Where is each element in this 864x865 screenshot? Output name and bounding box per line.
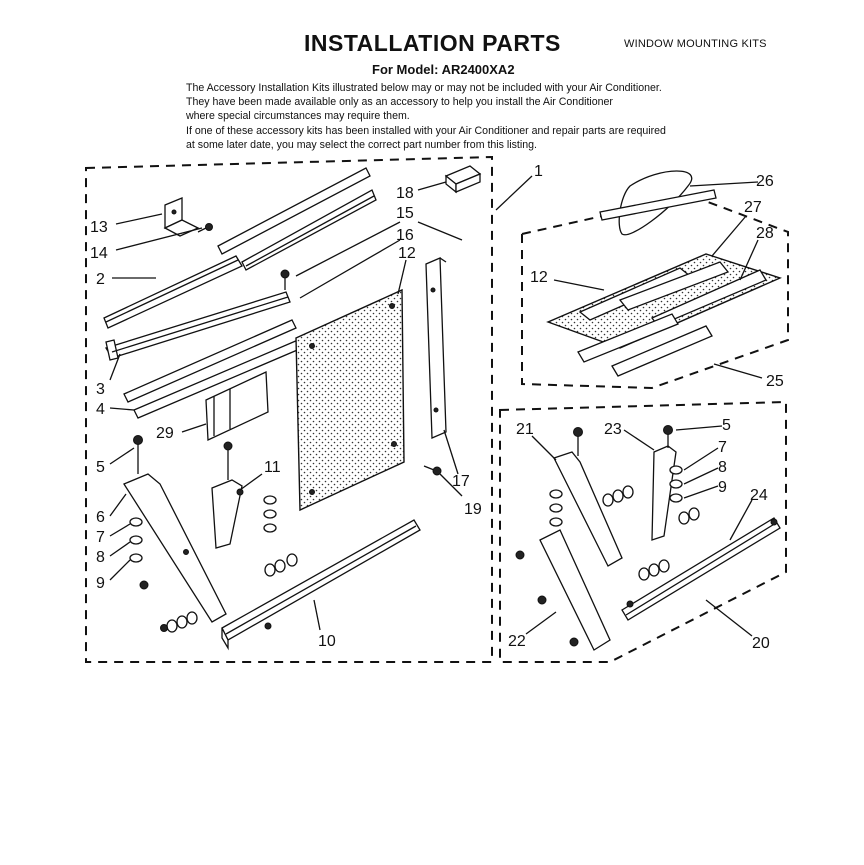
side-channel	[105, 291, 291, 361]
callout-28: 28	[756, 225, 774, 242]
callout-7: 7	[96, 529, 105, 546]
sill-rail	[221, 519, 421, 651]
callout-4: 4	[96, 401, 105, 418]
callout-14: 14	[90, 245, 108, 262]
callout-9: 9	[96, 575, 105, 592]
filler-panel	[295, 288, 405, 512]
callout-17: 17	[452, 473, 470, 490]
callout-29: 29	[156, 425, 174, 442]
intro-line: at some later date, you may select the c…	[186, 138, 537, 151]
lower-leg	[515, 529, 611, 651]
kit-label: WINDOW MOUNTING KITS	[624, 38, 767, 50]
foam-block	[205, 371, 269, 441]
callout-26: 26	[756, 173, 774, 190]
mount-rails	[577, 313, 713, 377]
washer-stack	[129, 495, 298, 633]
callout-21: 21	[516, 421, 534, 438]
support-leg	[553, 427, 623, 567]
callout-23: 23	[604, 421, 622, 438]
callout-8b: 8	[718, 459, 727, 476]
callout-3: 3	[96, 381, 105, 398]
callout-18: 18	[396, 185, 414, 202]
channel-rails-top	[217, 167, 377, 271]
intro-text: The Accessory Installation Kits illustra…	[186, 81, 786, 152]
callout-24: 24	[750, 487, 768, 504]
washer-stack	[549, 465, 700, 581]
callout-numbers: 1 2 3 4 5 6 7 8 9 10 11 12 13 14 15 16 1…	[90, 163, 784, 652]
callout-1: 1	[534, 163, 543, 180]
foam-pad	[444, 165, 482, 194]
callout-20: 20	[752, 635, 770, 652]
callout-7b: 7	[718, 439, 727, 456]
callout-15: 15	[396, 205, 414, 222]
callout-19: 19	[464, 501, 482, 518]
callout-8: 8	[96, 549, 105, 566]
callout-12: 12	[398, 245, 416, 262]
intro-line: They have been made available only as an…	[186, 96, 613, 109]
callout-5b: 5	[722, 417, 731, 434]
sill-rail	[621, 517, 781, 621]
callout-2: 2	[96, 271, 105, 288]
callout-22: 22	[508, 633, 526, 650]
screw	[423, 465, 442, 476]
screw	[197, 223, 213, 233]
callout-12b: 12	[530, 269, 548, 286]
support-bracket	[211, 441, 244, 549]
model-line: For Model: AR2400XA2	[372, 62, 515, 77]
leader-lines	[109, 175, 763, 637]
callout-16: 16	[396, 227, 414, 244]
callout-11: 11	[264, 459, 281, 476]
top-mount-panel	[546, 253, 782, 349]
callout-6: 6	[96, 509, 105, 526]
vertical-post	[425, 257, 447, 439]
kit-boundary-bottom-right	[499, 400, 787, 663]
intro-line: where special circumstances may require …	[186, 110, 410, 123]
screw	[280, 269, 290, 290]
gasket-loop	[599, 170, 717, 236]
kit-boundary-top-right	[521, 194, 789, 390]
page-title: INSTALLATION PARTS	[304, 30, 561, 56]
callout-27: 27	[744, 199, 762, 216]
intro-line: If one of these accessory kits has been …	[186, 124, 666, 137]
angle-bracket	[163, 197, 200, 237]
callout-13: 13	[90, 219, 108, 236]
callout-10: 10	[318, 633, 336, 650]
support-leg	[123, 435, 227, 623]
callout-25: 25	[766, 373, 784, 390]
callout-5: 5	[96, 459, 105, 476]
top-rail	[103, 255, 243, 329]
callout-9b: 9	[718, 479, 727, 496]
intro-line: The Accessory Installation Kits illustra…	[186, 82, 662, 94]
